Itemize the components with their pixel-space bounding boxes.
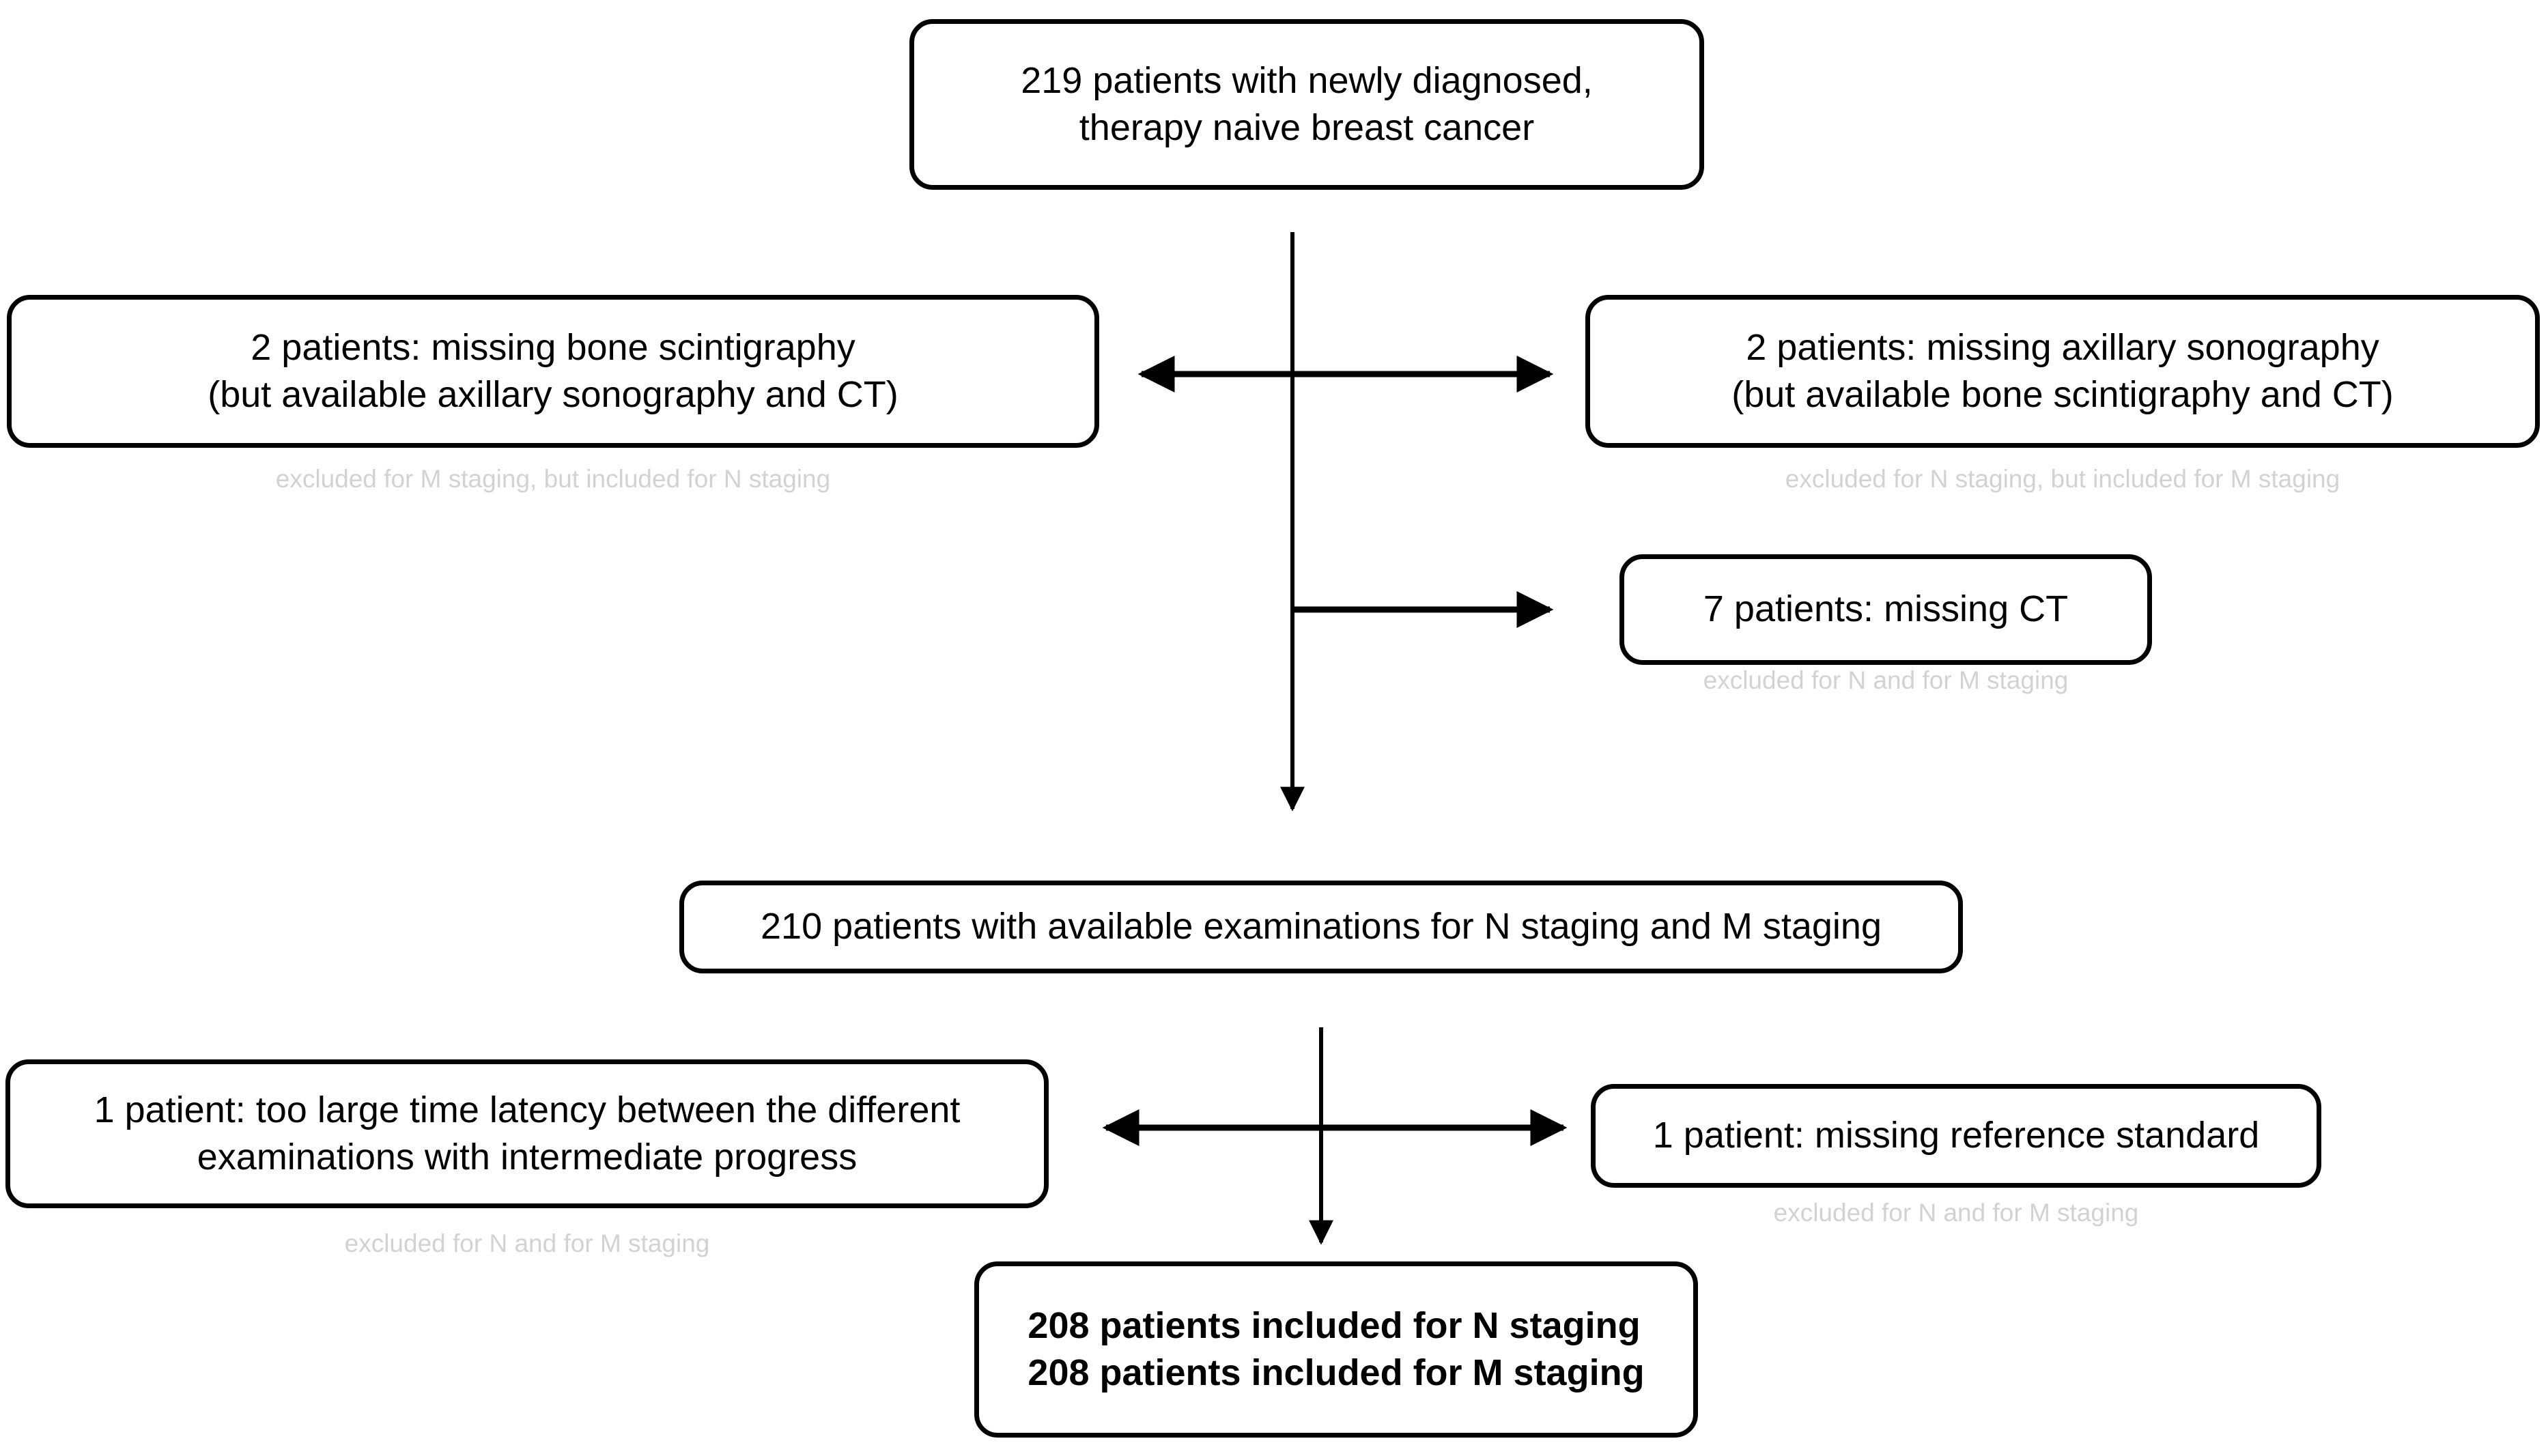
node-included-final: 208 patients included for N staging 208 … (974, 1261, 1698, 1438)
node-missing-ct: 7 patients: missing CT (1619, 554, 2152, 665)
node-enrolled: 219 patients with newly diagnosed, thera… (909, 19, 1704, 190)
node-available-examinations: 210 patients with available examinations… (679, 881, 1963, 973)
node-missing-axillary-sonography: 2 patients: missing axillary sonography … (1585, 295, 2540, 448)
caption-missing-bone-scintigraphy: excluded for M staging, but included for… (275, 465, 831, 493)
caption-missing-reference-standard: excluded for N and for M staging (1773, 1199, 2139, 1227)
node-missing-bone-scintigraphy: 2 patients: missing bone scintigraphy (b… (7, 295, 1099, 448)
node-missing-reference-standard: 1 patient: missing reference standard (1591, 1084, 2321, 1188)
caption-missing-ct: excluded for N and for M staging (1703, 666, 2069, 694)
caption-time-latency: excluded for N and for M staging (344, 1229, 710, 1257)
caption-missing-axillary-sonography: excluded for N staging, but included for… (1785, 465, 2340, 493)
node-time-latency: 1 patient: too large time latency betwee… (5, 1059, 1049, 1208)
